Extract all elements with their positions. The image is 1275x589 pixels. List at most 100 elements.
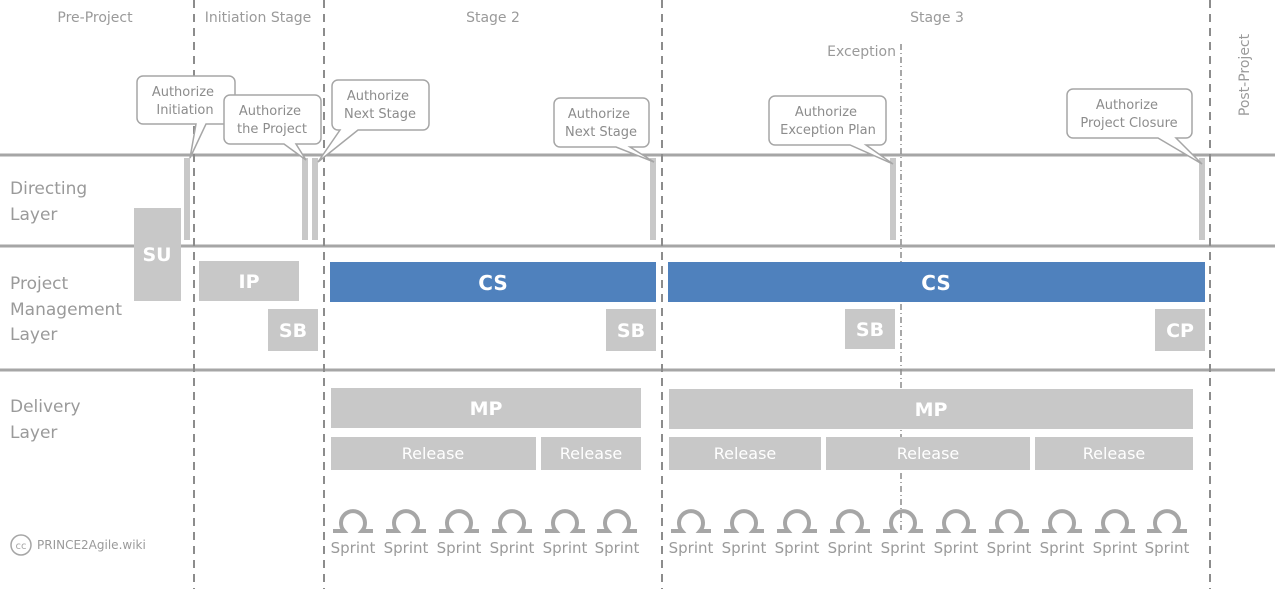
release-box-2: [541, 437, 641, 470]
mp-label-stage2: MP: [470, 398, 503, 420]
decision-bar-closure: [1199, 158, 1205, 240]
sprint-label: Sprint: [543, 539, 588, 557]
prince2agile-logo: cc PRINCE2Agile.wiki: [10, 534, 146, 556]
sprint-3: Sprint: [437, 509, 482, 557]
sprint-4: Sprint: [490, 509, 535, 557]
ip-box: [199, 261, 299, 301]
callout-authorize-project: Authorize the Project: [223, 94, 322, 161]
callout-authorize-next-stage-1-line2: Next Stage: [344, 107, 416, 122]
sprint-label: Sprint: [331, 539, 376, 557]
sprint-loop-icon: [386, 509, 426, 533]
sprint-loop-icon: [597, 509, 637, 533]
layer-label-delivery: Delivery Layer: [10, 397, 86, 443]
sprint-2: Sprint: [384, 509, 429, 557]
sb-box-initiation: [268, 309, 318, 351]
sprint-loop-icon: [1095, 509, 1135, 533]
sprint-10: Sprint: [828, 509, 873, 557]
layer-label-directing: Directing Layer: [10, 179, 93, 225]
sprint-8: Sprint: [722, 509, 767, 557]
sprint-label: Sprint: [1040, 539, 1085, 557]
callout-authorize-project-line2: the Project: [237, 122, 307, 137]
sprint-loop-icon: [724, 509, 764, 533]
sprint-label: Sprint: [384, 539, 429, 557]
su-box: [134, 208, 181, 301]
cs-box-stage3: [668, 262, 1205, 302]
decision-bar-stage2-start: [312, 158, 318, 240]
cp-label: CP: [1166, 320, 1194, 342]
sprint-6: Sprint: [595, 509, 640, 557]
stage-label-stage2: Stage 2: [466, 10, 520, 26]
sprint-label: Sprint: [1093, 539, 1138, 557]
sprint-9: Sprint: [775, 509, 820, 557]
mp-box-stage2: [331, 388, 641, 428]
sprint-label: Sprint: [722, 539, 767, 557]
decision-bar-project: [302, 158, 308, 240]
sb-label-exception: SB: [856, 319, 884, 341]
callout-authorize-exception-plan-line2: Exception Plan: [780, 123, 876, 138]
su-label: SU: [142, 244, 171, 266]
sb-label-stage2: SB: [617, 320, 645, 342]
cs-box-stage2: [330, 262, 656, 302]
sprint-loop-icon: [830, 509, 870, 533]
callout-authorize-initiation-line2: Initiation: [156, 103, 213, 118]
sprint-label: Sprint: [881, 539, 926, 557]
release-box-3: [669, 437, 821, 470]
decision-bar-stage2-end: [650, 158, 656, 240]
cs-label-stage2: CS: [478, 271, 507, 295]
callout-authorize-next-stage-1-text: Authorize Next Stage: [344, 89, 416, 122]
layer-label-directing-line1: Directing: [10, 179, 87, 199]
release-box-1: [331, 437, 536, 470]
cs-label-stage3: CS: [921, 271, 950, 295]
exception-label: Exception: [827, 44, 896, 60]
logo-text: PRINCE2Agile.wiki: [37, 538, 146, 552]
release-label-3: Release: [714, 444, 777, 463]
decision-bar-exception: [890, 158, 896, 240]
sprint-16: Sprint: [1145, 509, 1190, 557]
sprint-loop-icon: [333, 509, 373, 533]
sb-box-stage2: [606, 309, 656, 351]
layer-label-delivery-line2: Layer: [10, 423, 57, 443]
callout-authorize-project-closure-line1: Authorize: [1096, 98, 1158, 113]
cc-icon-text: cc: [16, 541, 27, 552]
callout-authorize-exception-plan-line1: Authorize: [795, 105, 857, 120]
sprint-12: Sprint: [934, 509, 979, 557]
sprint-5: Sprint: [543, 509, 588, 557]
release-box-4: [826, 437, 1030, 470]
layer-label-delivery-line1: Delivery: [10, 397, 81, 417]
sprint-loop-icon: [671, 509, 711, 533]
layer-label-directing-line2: Layer: [10, 205, 57, 225]
layer-label-management-line2: Management: [10, 300, 122, 320]
release-label-5: Release: [1083, 444, 1146, 463]
callout-authorize-project-line1: Authorize: [239, 104, 301, 119]
callout-authorize-next-stage-1-line1: Authorize: [347, 89, 409, 104]
callout-authorize-exception-plan: Authorize Exception Plan: [768, 95, 894, 165]
stage-label-post-project: Post-Project: [1237, 33, 1253, 116]
mp-box-stage3: [669, 389, 1193, 429]
layer-label-management: Project Management Layer: [10, 274, 127, 345]
sprint-11: Sprint: [881, 509, 926, 557]
sprint-label: Sprint: [1145, 539, 1190, 557]
ip-label: IP: [239, 271, 260, 293]
stage-label-initiation: Initiation Stage: [205, 10, 312, 26]
callout-authorize-next-stage-2-text: Authorize Next Stage: [565, 107, 637, 140]
sprint-label: Sprint: [828, 539, 873, 557]
callout-authorize-initiation-line1: Authorize: [152, 85, 214, 100]
sprint-7: Sprint: [669, 509, 714, 557]
sprint-loop-icon: [989, 509, 1029, 533]
sprint-label: Sprint: [595, 539, 640, 557]
sprint-14: Sprint: [1040, 509, 1085, 557]
layer-label-management-line1: Project: [10, 274, 68, 294]
callout-authorize-next-stage-2-line2: Next Stage: [565, 125, 637, 140]
sprint-15: Sprint: [1093, 509, 1138, 557]
callout-authorize-exception-plan-text: Authorize Exception Plan: [780, 105, 876, 138]
sprint-label: Sprint: [934, 539, 979, 557]
sprint-loop-icon: [777, 509, 817, 533]
release-box-5: [1035, 437, 1193, 470]
callout-authorize-project-closure-line2: Project Closure: [1080, 116, 1177, 131]
sprint-loop-icon: [883, 509, 923, 533]
sb-box-exception: [845, 309, 895, 349]
stage-label-pre-project: Pre-Project: [57, 10, 133, 26]
release-label-4: Release: [897, 444, 960, 463]
